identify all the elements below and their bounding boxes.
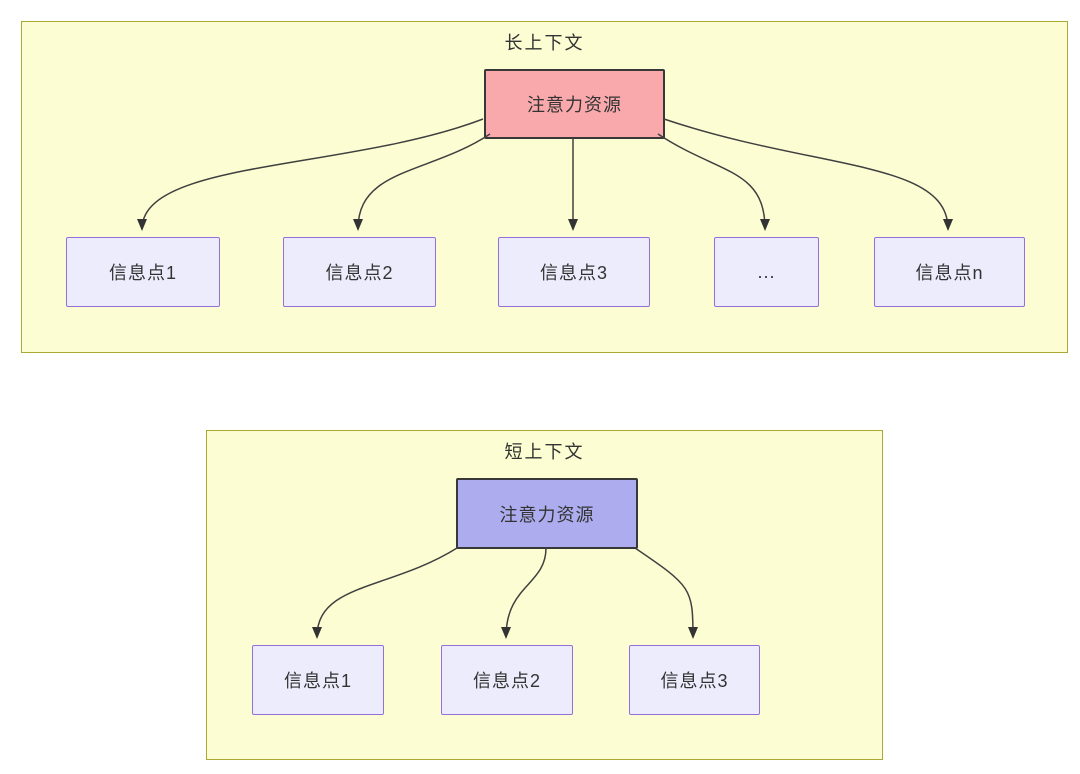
short-info-node-1: 信息点1 [252,645,384,715]
long-context-title: 长上下文 [504,33,585,53]
short-info-node-3: 信息点3 [629,645,760,715]
short-context-group: 短上下文 注意力资源 信息点1 信息点2 信息点3 [206,430,883,760]
long-info-node-3: 信息点3 [498,237,650,307]
long-info-node-1: 信息点1 [66,237,220,307]
long-info-node-2: 信息点2 [283,237,436,307]
long-info-node-n: 信息点n [874,237,1025,307]
long-context-group: 长上下文 注意力资源 信息点1 信息点2 信息点3 ... 信息点n [21,21,1068,353]
long-info-node-ellipsis: ... [714,237,819,307]
short-context-title: 短上下文 [504,442,585,462]
short-attention-node: 注意力资源 [456,478,638,549]
long-attention-node: 注意力资源 [484,69,665,139]
short-info-node-2: 信息点2 [441,645,573,715]
